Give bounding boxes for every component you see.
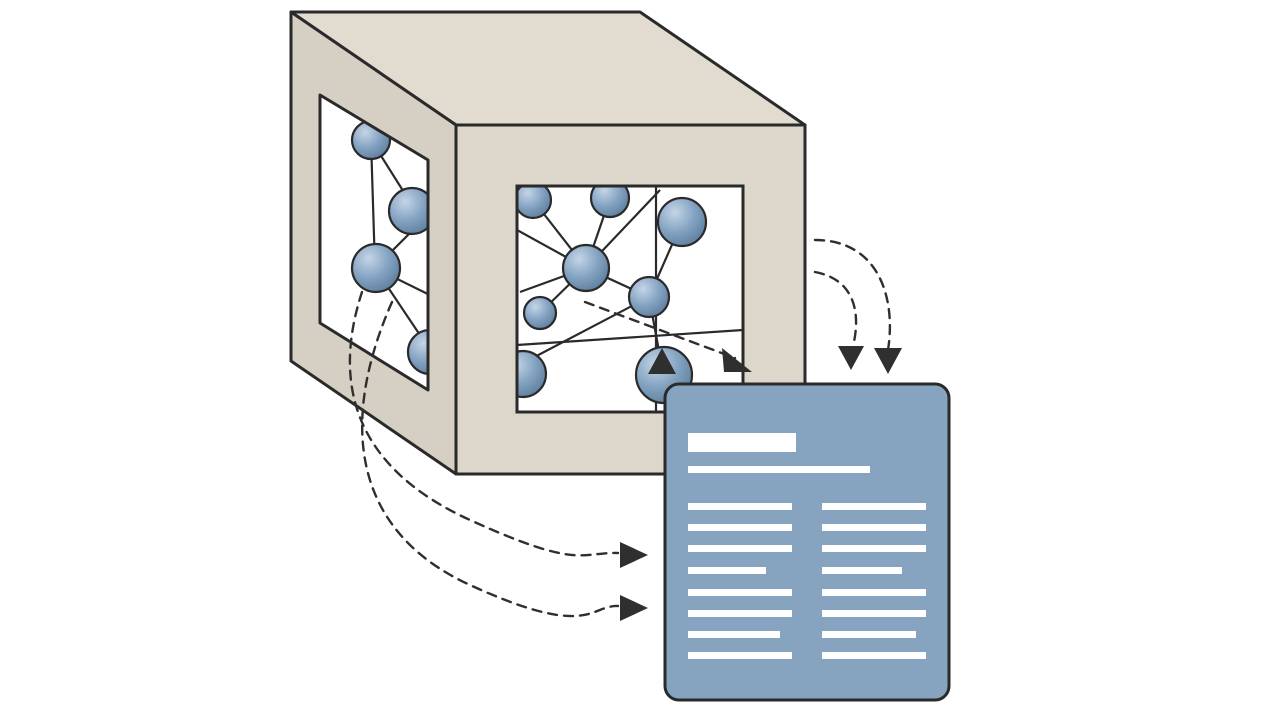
network-node <box>406 328 428 376</box>
document-card <box>663 382 951 702</box>
document-text-line <box>822 503 926 510</box>
document-text-line <box>688 567 766 574</box>
document-text-line <box>688 589 792 596</box>
network-node <box>561 243 611 293</box>
document-text-line <box>688 503 792 510</box>
document-text-line <box>822 631 916 638</box>
document-text-line <box>688 545 792 552</box>
cube-left-window <box>318 93 430 392</box>
document-text-line <box>822 567 902 574</box>
arrowhead-icon <box>620 542 648 568</box>
network-node <box>517 349 548 399</box>
left-window-network <box>350 119 428 376</box>
document-text-line <box>688 631 780 638</box>
network-node <box>517 186 553 220</box>
arrow-left-upper-path <box>348 290 620 557</box>
arrowhead-icon <box>722 348 752 372</box>
arrow-diagonal-path <box>583 300 737 360</box>
document-text-line <box>822 545 926 552</box>
arrowhead-icon <box>648 348 676 374</box>
network-node <box>522 295 558 331</box>
document-heading-bar <box>688 433 796 452</box>
document-text-line <box>822 524 926 531</box>
cube-front-window <box>515 184 745 414</box>
arrowhead-icon <box>874 348 902 374</box>
document-text-line <box>688 652 792 659</box>
document-text-line <box>822 610 926 617</box>
document-text-lines <box>688 433 926 659</box>
document-text-line <box>688 524 792 531</box>
arrow-left-lower-path <box>361 300 620 618</box>
network-node <box>656 196 708 248</box>
network-node <box>387 186 428 236</box>
document-text-line <box>822 652 926 659</box>
document-subheading-line <box>688 466 870 473</box>
document-icon <box>663 382 951 702</box>
arrow-right-inner-path <box>813 270 858 348</box>
arrowhead-icon <box>620 595 648 621</box>
flow-arrows <box>348 238 892 618</box>
arrowhead-icon <box>838 346 864 370</box>
data-cube-icon <box>289 10 807 476</box>
network-node <box>627 275 671 319</box>
document-text-line <box>688 610 792 617</box>
arrow-right-outer-path <box>813 238 892 352</box>
network-node <box>350 242 402 294</box>
arrowheads <box>620 346 902 621</box>
network-node <box>589 186 631 219</box>
document-text-line <box>822 589 926 596</box>
